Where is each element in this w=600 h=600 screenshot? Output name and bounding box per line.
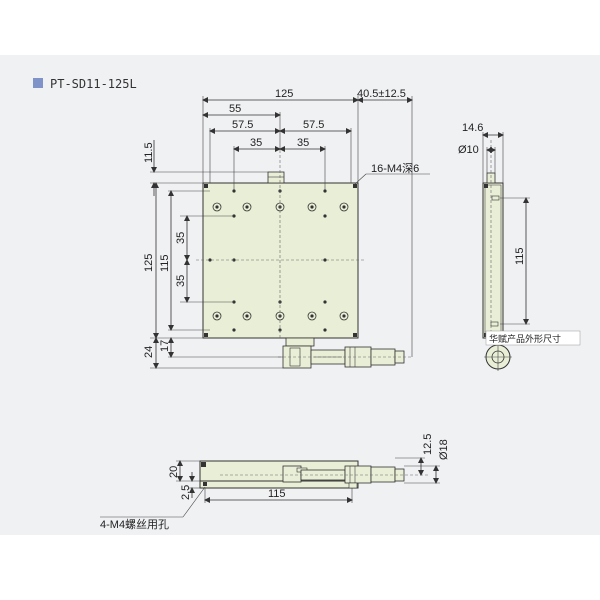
top-view: 125 40.5±12.5 55 57.5 57.5 35 35 16-M4深6 bbox=[143, 88, 430, 369]
dim-57-5-right: 57.5 bbox=[303, 119, 324, 131]
micrometer-top bbox=[278, 337, 412, 369]
watermark-box bbox=[485, 330, 581, 346]
callout-mount-holes: 4-M4螺丝用孔 bbox=[100, 518, 169, 531]
dim-115-side: 115 bbox=[514, 247, 526, 265]
dim-11-5: 11.5 bbox=[143, 142, 155, 163]
dim-35-right: 35 bbox=[297, 137, 309, 149]
drawing-title: PT-SD11-125L bbox=[50, 77, 137, 91]
dim-2-5: 2.5 bbox=[180, 485, 192, 500]
side-view: 14.6 Ø10 115 华赋产品外形尺寸 bbox=[458, 122, 581, 371]
dim-stroke: 40.5±12.5 bbox=[357, 88, 406, 100]
dim-57-5-left: 57.5 bbox=[232, 119, 253, 131]
side-plate bbox=[482, 182, 504, 339]
front-view: 20 2.5 115 4-M4螺丝用孔 12.5 Ø18 bbox=[100, 434, 450, 531]
dim-35-left: 35 bbox=[250, 137, 262, 149]
top-holes bbox=[212, 202, 349, 321]
dim-20: 20 bbox=[168, 466, 180, 478]
legend-square bbox=[33, 78, 43, 88]
dim-115-front: 115 bbox=[268, 488, 286, 500]
dim-115-left: 115 bbox=[159, 254, 171, 272]
dim-35-lower: 35 bbox=[175, 275, 187, 287]
front-base bbox=[199, 480, 359, 489]
dim-55: 55 bbox=[229, 103, 241, 115]
dim-35-upper: 35 bbox=[175, 232, 187, 244]
dim-17: 17 bbox=[159, 340, 171, 352]
watermark-text: 华赋产品外形尺寸 bbox=[489, 333, 561, 345]
dim-12-5: 12.5 bbox=[422, 434, 434, 455]
lock-knob bbox=[267, 171, 285, 184]
dim-24: 24 bbox=[143, 346, 155, 358]
dim-125-left: 125 bbox=[143, 254, 155, 272]
dim-dia18: Ø18 bbox=[438, 439, 450, 460]
dim-125-top: 125 bbox=[275, 88, 293, 100]
dim-14-6: 14.6 bbox=[462, 122, 483, 134]
dim-dia10: Ø10 bbox=[458, 144, 479, 156]
callout-tapped-holes: 16-M4深6 bbox=[371, 162, 419, 175]
